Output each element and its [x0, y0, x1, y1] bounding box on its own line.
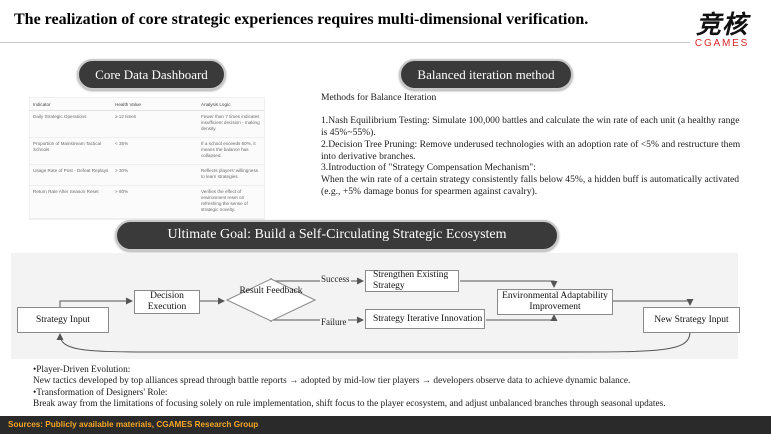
balance-methods-text: Methods for Balance Iteration 1.Nash Equ… — [321, 92, 741, 197]
success-label: Success — [320, 274, 351, 284]
table-cell: Usage Rate of Post - Defeat Replays — [30, 164, 112, 186]
cgames-logo: 竞核 CGAMES — [683, 12, 761, 50]
methods-heading: Methods for Balance Iteration — [321, 92, 437, 103]
column-header: Analysis Logic — [198, 98, 264, 111]
metrics-table-panel: Indicator Health Value Analysis Logic Da… — [29, 97, 265, 220]
result-feedback-node: Result Feedback — [226, 278, 316, 322]
table-cell: Fewer than 7 times indicates insufficien… — [198, 110, 264, 138]
header-divider — [0, 42, 690, 43]
table-cell: If a school exceeds 60%, it means the ba… — [198, 137, 264, 165]
table-cell: > 60% — [112, 185, 198, 219]
table-row: Proportion of Mainstream Tactical School… — [30, 137, 264, 165]
table-header-row: Indicator Health Value Analysis Logic — [30, 98, 264, 111]
strategy-input-node: Strategy Input — [17, 307, 109, 333]
evolution-title: •Player-Driven Evolution: — [33, 365, 131, 375]
method-item: 2.Decision Tree Pruning: Remove underuse… — [321, 138, 741, 162]
table-row: Return Rate After Season Reset > 60% Ver… — [30, 185, 264, 219]
logo-chinese-text: 竞核 — [695, 10, 748, 39]
column-header: Indicator — [30, 98, 112, 111]
ecosystem-notes: •Player-Driven Evolution: New tactics de… — [33, 365, 763, 411]
evolution-text: New tactics developed by top alliances s… — [33, 376, 631, 387]
table-cell: ≥ 12 times — [112, 110, 198, 138]
table-cell: Daily Strategic Operations — [30, 110, 112, 138]
result-feedback-label: Result Feedback — [239, 286, 303, 296]
failure-label: Failure — [320, 317, 348, 327]
method-item: 3.Introduction of "Strategy Compensation… — [321, 162, 536, 174]
balanced-iteration-label: Balanced iteration method — [399, 59, 573, 90]
ultimate-goal-label: Ultimate Goal: Build a Self-Circulating … — [115, 220, 559, 251]
designer-title: •Transformation of Designers' Role: — [33, 387, 168, 398]
connector-innovation-to-env — [486, 314, 558, 321]
environmental-adaptability-node: Environmental Adaptability Improvement — [497, 289, 613, 315]
table-cell: Reflects players' willingness to learn s… — [198, 164, 264, 186]
page-title: The realization of core strategic experi… — [14, 11, 589, 28]
iterative-innovation-node: Strategy Iterative Innovation — [365, 309, 485, 329]
footer-bar: Sources: Publicly available materials, C… — [0, 416, 771, 434]
table-cell: < 35% — [112, 137, 198, 165]
connector-env-to-new — [612, 299, 694, 306]
metrics-table: Indicator Health Value Analysis Logic Da… — [30, 98, 264, 219]
decision-execution-node: Decision Execution — [134, 290, 200, 314]
core-data-dashboard-label: Core Data Dashboard — [77, 59, 226, 90]
column-header: Health Value — [112, 98, 198, 111]
logo-english-text: CGAMES — [694, 38, 750, 49]
table-cell: > 30% — [112, 164, 198, 186]
method-item: When the win rate of a certain strategy … — [321, 173, 740, 197]
table-cell: Verifies the effect of environment reset… — [198, 185, 264, 219]
designer-text: Break away from the limitations of focus… — [33, 399, 666, 410]
table-row: Daily Strategic Operations ≥ 12 times Fe… — [30, 110, 264, 138]
decision-diamond-shape — [226, 278, 316, 322]
connector-input-to-decision — [59, 297, 133, 307]
connector-strengthen-to-env — [460, 280, 558, 288]
method-item: 1.Nash Equilibrium Testing: Simulate 100… — [321, 115, 740, 139]
new-strategy-input-node: New Strategy Input — [643, 307, 740, 333]
connector-loop-back — [56, 331, 691, 353]
table-cell: Return Rate After Season Reset — [30, 185, 112, 219]
strengthen-existing-node: Strengthen Existing Strategy — [365, 270, 459, 292]
table-cell: Proportion of Mainstream Tactical School… — [30, 137, 112, 165]
source-note: Sources: Publicly available materials, C… — [8, 420, 259, 429]
table-row: Usage Rate of Post - Defeat Replays > 30… — [30, 164, 264, 186]
